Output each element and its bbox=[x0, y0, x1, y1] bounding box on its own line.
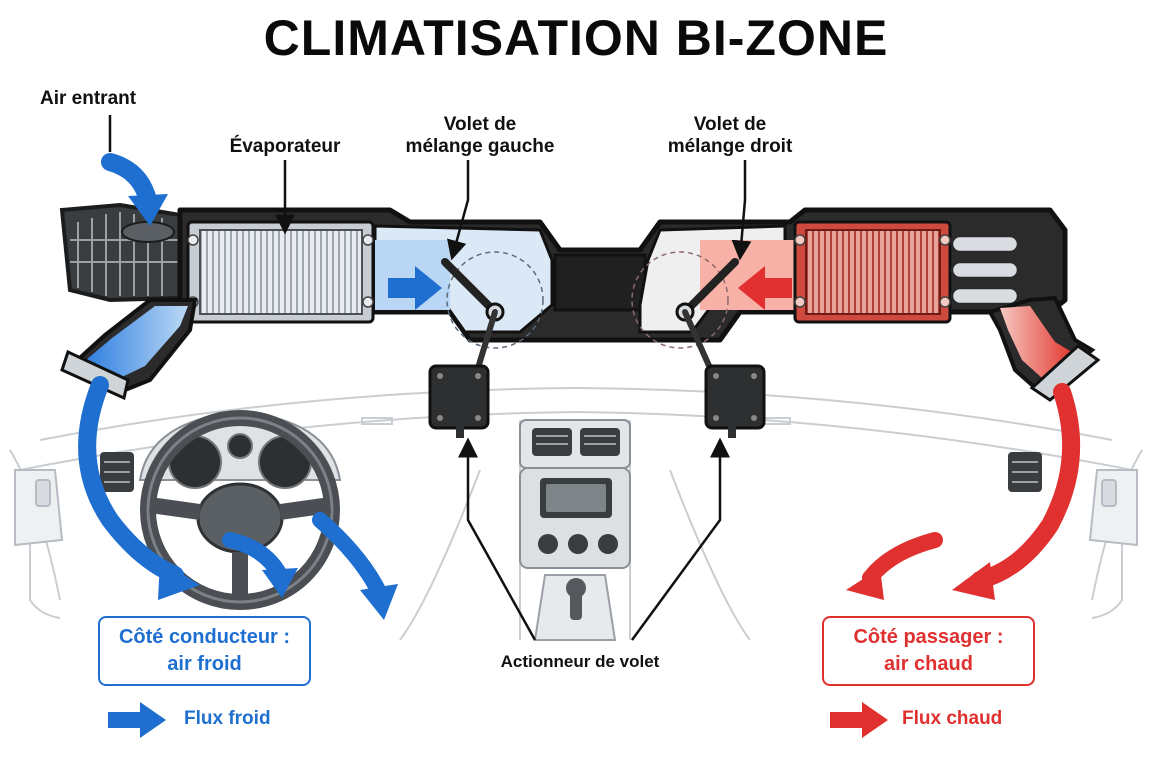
left-flap-swing-arc bbox=[446, 251, 544, 349]
passenger-zone-line2: air chaud bbox=[884, 653, 973, 675]
left-flap-label: Volet de mélange gauche bbox=[390, 114, 570, 158]
air-intake-grille bbox=[59, 202, 182, 303]
legend-hot-label: Flux chaud bbox=[902, 708, 1003, 729]
legend-hot-arrow-icon bbox=[830, 702, 888, 738]
evaporator-core bbox=[186, 220, 375, 324]
legend-cold-arrow-icon bbox=[108, 702, 166, 738]
arrow-right-icon bbox=[388, 266, 442, 310]
side-vent-right bbox=[1008, 452, 1042, 492]
cold-air-zone bbox=[375, 240, 450, 310]
center-console bbox=[519, 419, 631, 641]
right-mixing-flap bbox=[675, 258, 739, 322]
hot-flow-arrow-2 bbox=[846, 532, 943, 600]
hot-flow-arrow-1 bbox=[952, 383, 1081, 600]
legend-cold-label: Flux froid bbox=[184, 708, 271, 729]
right-flap-label: Volet de mélange droit bbox=[640, 114, 820, 158]
cold-flow-arrow-2 bbox=[222, 532, 298, 598]
actuator-label: Actionneur de volet bbox=[500, 652, 660, 671]
left-actuator-linkage bbox=[475, 309, 498, 371]
actuator-icon bbox=[428, 364, 490, 438]
driver-zone-line2: air froid bbox=[167, 653, 242, 675]
hot-air-zone bbox=[700, 240, 795, 310]
cold-flow-arrow-3 bbox=[312, 512, 398, 620]
cold-flow-arrow-1 bbox=[78, 376, 200, 600]
air-intake-arrow bbox=[101, 153, 168, 226]
side-vent-left bbox=[100, 452, 134, 492]
arrow-left-icon bbox=[738, 266, 792, 310]
passenger-zone-box: Côté passager : air chaud bbox=[822, 616, 1035, 686]
heater-core bbox=[793, 220, 952, 324]
right-flap-label-line1: Volet de bbox=[693, 114, 767, 135]
page-title: CLIMATISATION BI-ZONE bbox=[263, 10, 889, 66]
right-actuator-linkage bbox=[682, 309, 713, 371]
callout-lines bbox=[108, 115, 752, 641]
left-flap-label-line2: mélange gauche bbox=[405, 135, 555, 157]
actuator-icon bbox=[704, 364, 766, 438]
right-outlet-duct bbox=[987, 295, 1101, 402]
driver-zone-line1: Côté conducteur : bbox=[118, 626, 291, 648]
door-panel-right bbox=[1088, 469, 1138, 547]
right-flap-label-line2: mélange droit bbox=[667, 135, 793, 157]
heater-core-pipes bbox=[950, 234, 1020, 306]
left-outlet-duct bbox=[60, 298, 198, 401]
driver-zone-box: Côté conducteur : air froid bbox=[98, 616, 311, 686]
right-flap-swing-arc bbox=[631, 251, 729, 349]
steering-wheel-icon bbox=[140, 410, 340, 610]
air-intake-label: Air entrant bbox=[40, 88, 137, 109]
left-flap-label-line1: Volet de bbox=[443, 114, 517, 135]
evaporator-label: Évaporateur bbox=[229, 136, 341, 157]
door-panel-left bbox=[14, 469, 64, 547]
passenger-zone-line1: Côté passager : bbox=[853, 626, 1004, 648]
